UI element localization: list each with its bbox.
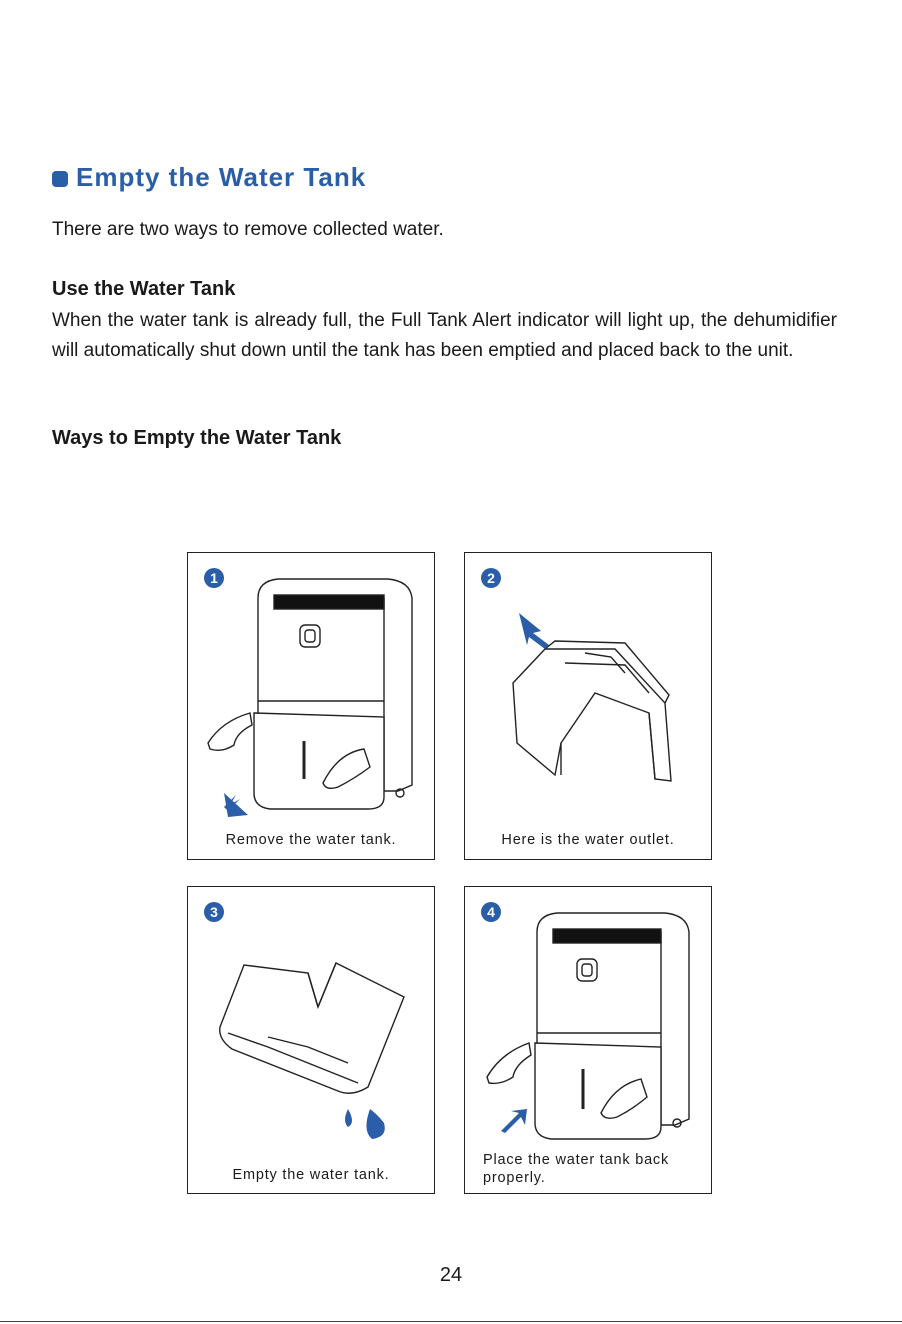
step-number-badge: 2 bbox=[481, 568, 501, 588]
section-title: Empty the Water Tank bbox=[76, 162, 367, 192]
step-panel-1: 1 Remove the water tank. bbox=[187, 552, 435, 860]
water-drop-icon bbox=[345, 1109, 352, 1127]
step-caption: Remove the water tank. bbox=[225, 832, 397, 848]
arrow-icon bbox=[519, 613, 549, 649]
step-number-badge: 3 bbox=[204, 902, 224, 922]
bottom-divider bbox=[0, 1321, 902, 1322]
step-caption: Here is the water outlet. bbox=[501, 832, 675, 848]
page-number: 24 bbox=[439, 1264, 463, 1286]
dehumidifier-remove-illustration bbox=[207, 578, 413, 817]
use-tank-body: When the water tank is already full, the… bbox=[52, 310, 837, 361]
step-number-badge: 4 bbox=[481, 902, 501, 922]
water-outlet-illustration bbox=[512, 613, 672, 782]
empty-tank-illustration bbox=[219, 962, 405, 1139]
use-tank-heading: Use the Water Tank bbox=[52, 278, 236, 300]
step-caption: Place the water tank back properly. bbox=[483, 1152, 670, 1186]
intro-text: There are two ways to remove collected w… bbox=[52, 219, 444, 240]
section-heading: Empty the Water Tank bbox=[52, 162, 366, 193]
water-drop-icon bbox=[366, 1109, 385, 1139]
arrow-icon bbox=[501, 1109, 527, 1133]
step-panel-2: 2 Here is the water outlet. bbox=[464, 552, 712, 860]
step-panel-3: 3 Empty the water tank. bbox=[187, 886, 435, 1194]
step-panel-4: 4 Place the water tank back properly. bbox=[464, 886, 712, 1194]
arrow-icon bbox=[224, 789, 250, 817]
step-caption: Empty the water tank. bbox=[232, 1167, 390, 1183]
bullet-square-icon bbox=[52, 170, 68, 187]
ways-heading: Ways to Empty the Water Tank bbox=[52, 427, 342, 449]
dehumidifier-place-back-illustration bbox=[486, 912, 690, 1140]
step-number-badge: 1 bbox=[204, 568, 224, 588]
